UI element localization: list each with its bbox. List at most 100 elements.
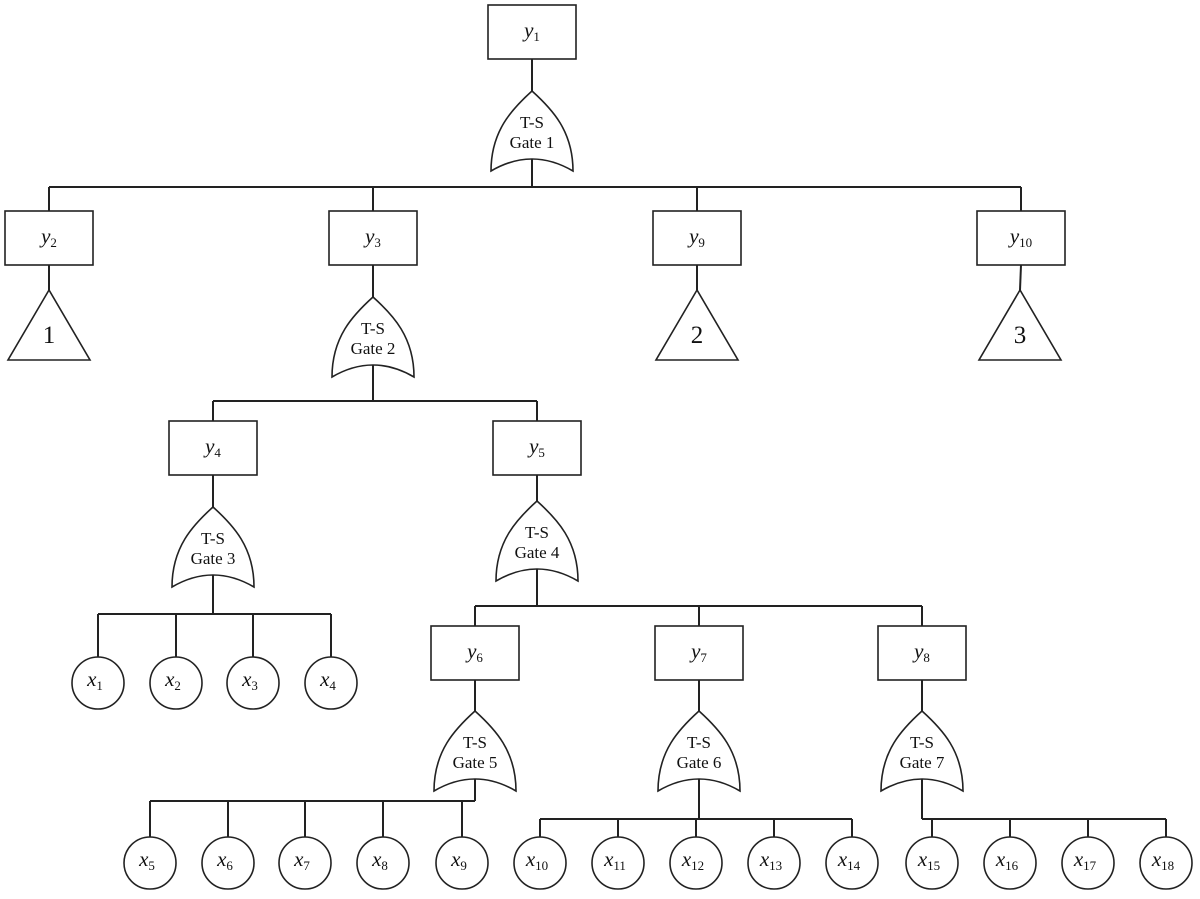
event-label-y5: y5 bbox=[527, 434, 545, 460]
basic-event-label-x3: x3 bbox=[241, 667, 258, 693]
basic-event-circle bbox=[1139, 836, 1193, 890]
transfer-triangle-2[interactable]: 2 bbox=[654, 288, 740, 361]
transfer-triangle-1[interactable]: 1 bbox=[6, 288, 92, 361]
gate-type-label: T-S bbox=[520, 113, 544, 132]
basic-event-label-x1-var: x bbox=[86, 667, 97, 691]
basic-event-label-x6-var: x bbox=[216, 847, 227, 871]
gate-shape bbox=[880, 709, 964, 793]
basic-event-x18[interactable]: x18 bbox=[1139, 836, 1193, 890]
basic-event-label-x18-var: x bbox=[1151, 847, 1162, 871]
event-label-y9: y9 bbox=[687, 224, 705, 250]
basic-event-label-x2-var: x bbox=[164, 667, 175, 691]
event-label-y10: y10 bbox=[1008, 224, 1032, 250]
basic-event-circle bbox=[149, 656, 203, 710]
basic-event-x6[interactable]: x6 bbox=[201, 836, 255, 890]
event-box-y9[interactable]: y9 bbox=[652, 210, 742, 266]
gate-type-label: T-S bbox=[910, 733, 934, 752]
basic-event-label-x10: x10 bbox=[525, 847, 548, 873]
event-label-y5-var: y bbox=[527, 434, 539, 458]
basic-event-label-x12: x12 bbox=[681, 847, 704, 873]
basic-event-x17[interactable]: x17 bbox=[1061, 836, 1115, 890]
event-box-y4[interactable]: y4 bbox=[168, 420, 258, 476]
event-label-y2-subscript: 2 bbox=[50, 235, 57, 250]
gate-shape bbox=[171, 505, 255, 589]
basic-event-x8[interactable]: x8 bbox=[356, 836, 410, 890]
basic-event-label-x16: x16 bbox=[995, 847, 1019, 873]
event-box-y6[interactable]: y6 bbox=[430, 625, 520, 681]
event-label-y8-var: y bbox=[912, 639, 924, 663]
event-label-y4: y4 bbox=[203, 434, 221, 460]
basic-event-label-x8-var: x bbox=[371, 847, 382, 871]
event-box-y10[interactable]: y10 bbox=[976, 210, 1066, 266]
basic-event-x13[interactable]: x13 bbox=[747, 836, 801, 890]
basic-event-x3[interactable]: x3 bbox=[226, 656, 280, 710]
basic-event-circle bbox=[201, 836, 255, 890]
event-rect bbox=[4, 210, 94, 266]
basic-event-label-x2: x2 bbox=[164, 667, 181, 693]
basic-event-label-x5-subscript: 5 bbox=[148, 858, 155, 873]
event-label-y6: y6 bbox=[465, 639, 483, 665]
basic-event-x9[interactable]: x9 bbox=[435, 836, 489, 890]
basic-event-label-x7-var: x bbox=[293, 847, 304, 871]
triangle-shape bbox=[977, 288, 1063, 361]
basic-event-x1[interactable]: x1 bbox=[71, 656, 125, 710]
basic-event-circle bbox=[747, 836, 801, 890]
basic-event-label-x18: x18 bbox=[1151, 847, 1174, 873]
basic-event-x12[interactable]: x12 bbox=[669, 836, 723, 890]
event-rect bbox=[492, 420, 582, 476]
event-box-y2[interactable]: y2 bbox=[4, 210, 94, 266]
basic-event-label-x10-subscript: 10 bbox=[535, 858, 548, 873]
basic-event-circle bbox=[513, 836, 567, 890]
basic-event-label-x16-subscript: 16 bbox=[1005, 858, 1019, 873]
basic-event-label-x11-subscript: 11 bbox=[613, 858, 626, 873]
basic-event-circle bbox=[905, 836, 959, 890]
basic-event-x5[interactable]: x5 bbox=[123, 836, 177, 890]
basic-event-x2[interactable]: x2 bbox=[149, 656, 203, 710]
basic-event-label-x12-subscript: 12 bbox=[691, 858, 704, 873]
gate-name-label: Gate 6 bbox=[677, 753, 722, 772]
event-rect bbox=[430, 625, 520, 681]
event-label-y9-subscript: 9 bbox=[698, 235, 705, 250]
basic-event-x15[interactable]: x15 bbox=[905, 836, 959, 890]
event-box-y7[interactable]: y7 bbox=[654, 625, 744, 681]
basic-event-x7[interactable]: x7 bbox=[278, 836, 332, 890]
basic-event-x4[interactable]: x4 bbox=[304, 656, 358, 710]
basic-event-circle bbox=[669, 836, 723, 890]
gate-name-label: Gate 4 bbox=[515, 543, 560, 562]
gate-shape bbox=[433, 709, 517, 793]
gate-name-label: Gate 1 bbox=[510, 133, 555, 152]
basic-event-x11[interactable]: x11 bbox=[591, 836, 645, 890]
basic-event-label-x4-subscript: 4 bbox=[329, 678, 336, 693]
event-label-y1: y1 bbox=[522, 18, 540, 44]
event-box-y8[interactable]: y8 bbox=[877, 625, 967, 681]
event-label-y6-var: y bbox=[465, 639, 477, 663]
transfer-triangle-3[interactable]: 3 bbox=[977, 288, 1063, 361]
basic-event-label-x3-var: x bbox=[241, 667, 252, 691]
event-rect bbox=[976, 210, 1066, 266]
basic-event-x16[interactable]: x16 bbox=[983, 836, 1037, 890]
event-label-y2: y2 bbox=[39, 224, 57, 250]
basic-event-label-x9-var: x bbox=[450, 847, 461, 871]
basic-event-label-x18-subscript: 18 bbox=[1161, 858, 1174, 873]
basic-event-label-x7-subscript: 7 bbox=[303, 858, 310, 873]
basic-event-circle bbox=[304, 656, 358, 710]
event-box-y1[interactable]: y1 bbox=[487, 4, 577, 60]
event-label-y1-subscript: 1 bbox=[533, 29, 540, 44]
basic-event-label-x7: x7 bbox=[293, 847, 310, 873]
basic-event-label-x15-var: x bbox=[917, 847, 928, 871]
basic-event-label-x13: x13 bbox=[759, 847, 782, 873]
basic-event-x10[interactable]: x10 bbox=[513, 836, 567, 890]
basic-event-label-x9-subscript: 9 bbox=[460, 858, 467, 873]
basic-event-label-x1: x1 bbox=[86, 667, 103, 693]
event-box-y3[interactable]: y3 bbox=[328, 210, 418, 266]
basic-event-x14[interactable]: x14 bbox=[825, 836, 879, 890]
basic-event-label-x2-subscript: 2 bbox=[174, 678, 181, 693]
event-box-y5[interactable]: y5 bbox=[492, 420, 582, 476]
